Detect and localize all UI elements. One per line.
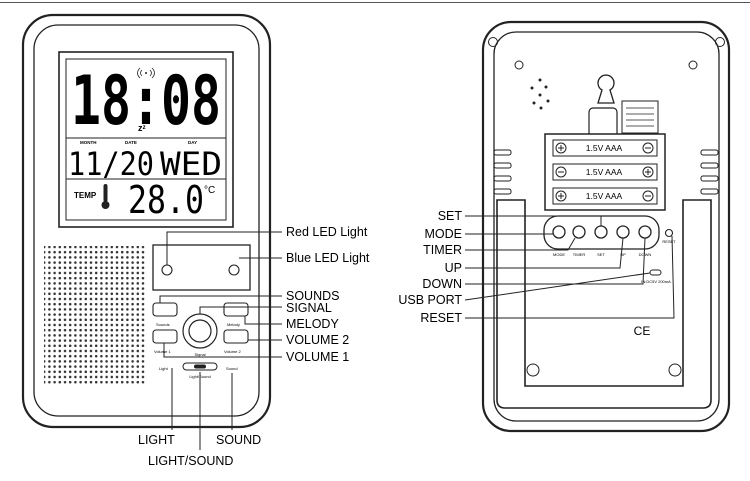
- lcd-temp-unit: °C: [204, 185, 215, 196]
- down-button-label: DOWN: [639, 252, 652, 257]
- battery-3-label: 1.5V AAA: [586, 191, 623, 201]
- light-sound-slider-knob[interactable]: [194, 364, 206, 369]
- callout-reset: RESET: [420, 311, 462, 325]
- usb-port[interactable]: [649, 269, 662, 276]
- front-callout-lines: [159, 231, 282, 450]
- led-window: [152, 244, 251, 291]
- sound-switch-label: Sound: [226, 366, 238, 371]
- set-button-label: SET: [597, 252, 605, 257]
- lcd-frame: [58, 51, 234, 228]
- sounds-button-label: Sounds: [156, 322, 170, 327]
- volume-2-button[interactable]: [223, 329, 249, 344]
- callout-volume-1: VOLUME 1: [286, 350, 349, 364]
- kickstand[interactable]: [496, 199, 712, 409]
- lcd-date: 11/20: [68, 145, 154, 183]
- battery-2-label: 1.5V AAA: [586, 167, 623, 177]
- battery-1-label: 1.5V AAA: [586, 143, 623, 153]
- lcd-temperature: 28.0: [128, 178, 204, 222]
- volume-1-button[interactable]: [152, 329, 178, 344]
- usb-port-label: IN:DC5V 200mA: [641, 279, 671, 284]
- lcd-label-date: DATE: [125, 140, 137, 145]
- blue-led: [228, 264, 240, 276]
- back-buttons: [552, 225, 652, 239]
- hanging-keyhole: [597, 74, 615, 104]
- lcd-label-month: MONTH: [80, 140, 97, 145]
- callout-mode: MODE: [425, 227, 463, 241]
- lcd-label-day: DAY: [188, 140, 197, 145]
- speaker-grille: [44, 246, 147, 386]
- snooze-indicator: zᶻ: [138, 123, 146, 133]
- up-button-label: UP: [620, 252, 626, 257]
- mode-button[interactable]: [552, 225, 566, 239]
- callout-light: LIGHT: [138, 433, 175, 447]
- melody-button[interactable]: [223, 302, 249, 317]
- volume-2-button-label: Volume 2: [224, 349, 241, 354]
- callout-sounds: SOUNDS: [286, 289, 339, 303]
- lcd-screen: [65, 58, 227, 221]
- back-body-inner: [493, 31, 720, 422]
- mode-button-label: MODE: [553, 252, 565, 257]
- melody-button-label: Melody: [227, 322, 240, 327]
- battery-3: 1.5V AAA: [552, 187, 658, 205]
- callout-blue-led: Blue LED Light: [286, 251, 370, 265]
- back-screw-holes: [488, 37, 725, 377]
- lcd-time: 18:08: [71, 62, 221, 141]
- callout-timer: TIMER: [423, 243, 462, 257]
- light-switch-label: Light: [159, 366, 169, 371]
- callout-sound: SOUND: [216, 433, 261, 447]
- timer-button-label: TIMER: [573, 252, 586, 257]
- callout-red-led: Red LED Light: [286, 225, 368, 239]
- reset-button[interactable]: [664, 228, 674, 238]
- left-side-grips: [493, 149, 512, 195]
- reset-button-label: RESET: [662, 239, 676, 244]
- battery-1: 1.5V AAA: [552, 139, 658, 157]
- thermometer-icon: [101, 184, 110, 209]
- callout-volume-2: VOLUME 2: [286, 333, 349, 347]
- back-callout-lines: [464, 215, 675, 319]
- volume-1-button-label: Volume 1: [154, 349, 171, 354]
- battery-hatch-grip: [621, 100, 659, 134]
- callout-usb-port: USB PORT: [398, 293, 462, 307]
- battery-2: 1.5V AAA: [552, 163, 658, 181]
- sounds-button[interactable]: [152, 302, 178, 317]
- signal-button-label: Signal: [194, 352, 205, 357]
- callout-down: DOWN: [422, 277, 462, 291]
- signal-button[interactable]: [188, 319, 212, 343]
- set-button[interactable]: [594, 225, 608, 239]
- vent-holes: [530, 78, 550, 110]
- front-view: 18:08 zᶻ MONTH DATE DAY 11/20 WED TEMP 2…: [21, 13, 370, 468]
- callout-melody: MELODY: [286, 317, 339, 331]
- radio-signal-icon: [137, 67, 155, 79]
- callout-light-sound: LIGHT/SOUND: [148, 454, 233, 468]
- right-side-grips: [700, 149, 719, 195]
- lcd-label-temp: TEMP: [74, 191, 97, 200]
- ce-mark: CE: [634, 324, 651, 338]
- timer-button[interactable]: [572, 225, 586, 239]
- front-body-inner: [33, 24, 260, 417]
- callout-set: SET: [438, 209, 463, 223]
- callout-signal: SIGNAL: [286, 301, 332, 315]
- callout-up: UP: [445, 261, 462, 275]
- up-button[interactable]: [616, 225, 630, 239]
- back-view: 1.5V AAA 1.5V AAA 1.5V AAA: [398, 20, 731, 433]
- down-button[interactable]: [638, 225, 652, 239]
- lcd-weekday: WED: [160, 145, 222, 183]
